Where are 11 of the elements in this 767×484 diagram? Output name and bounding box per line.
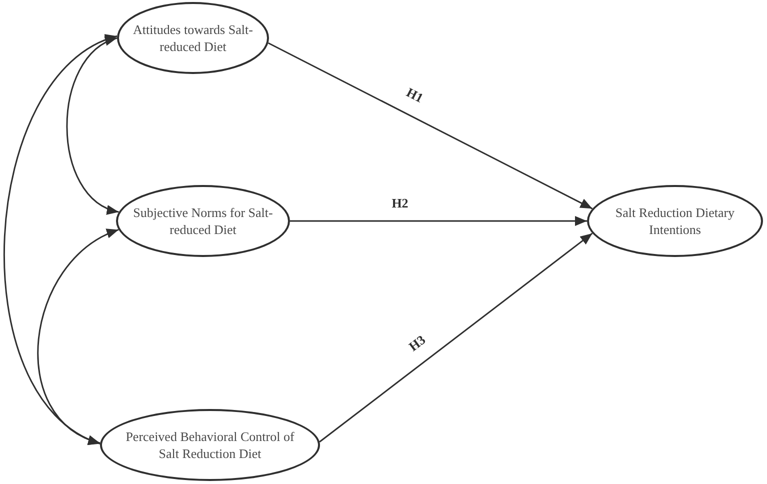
arrow <box>268 42 593 210</box>
node-text: Perceived Behavioral Control of Salt Reduction Diet <box>124 428 296 462</box>
arrow <box>290 216 587 226</box>
double-headed-arrow <box>66 37 120 213</box>
node-text: Subjective Norms for Salt-reduced Diet <box>132 204 274 238</box>
edge-label: H2 <box>390 196 410 210</box>
node-text: Salt Reduction Dietary Intentions <box>614 204 736 238</box>
double-headed-arrow <box>37 229 119 444</box>
arrow <box>319 232 593 442</box>
node-text: Attitudes towards Salt-reduced Diet <box>132 21 254 55</box>
double-headed-arrow <box>4 35 118 444</box>
